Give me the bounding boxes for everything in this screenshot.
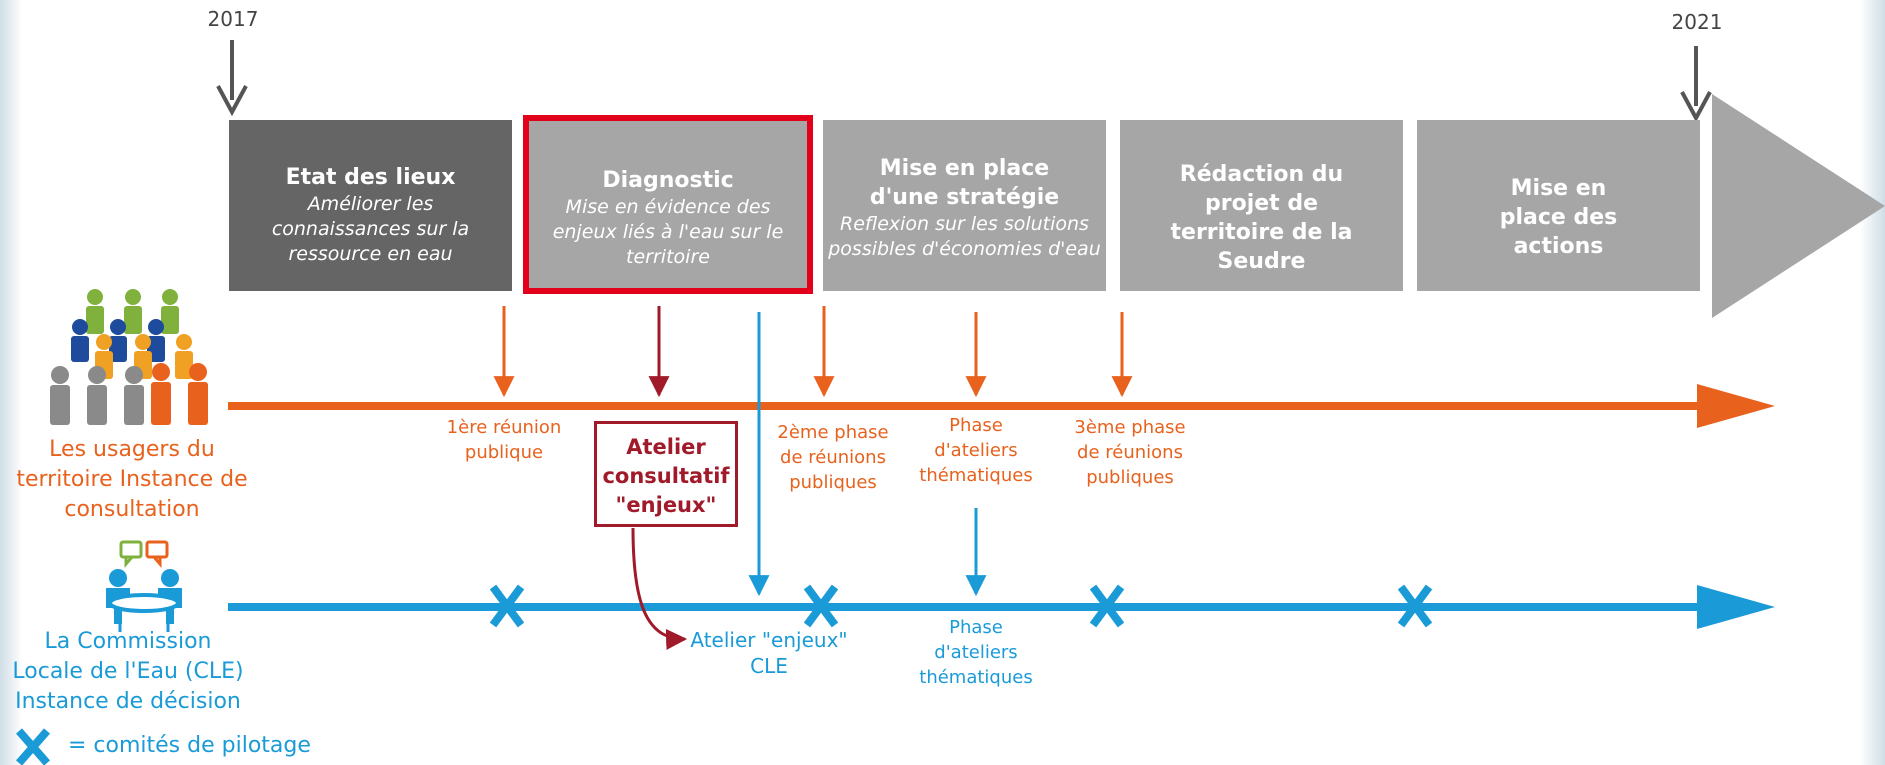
phase-strategie: Mise en place d'une stratégie Reflexion …: [823, 154, 1106, 262]
consultation-line-arrowhead: [1697, 384, 1775, 428]
cross-marker-icon: [1397, 584, 1433, 628]
year-end-arrow: [1680, 46, 1712, 123]
phase-subtitle: Mise en évidence des enjeux liés à l'eau…: [552, 196, 784, 268]
actor-cle-label: La Commission Locale de l'Eau (CLE) Inst…: [12, 629, 244, 714]
phase-title: Mise en place des actions: [1499, 176, 1618, 259]
phase-diagnostic: Diagnostic Mise en évidence des enjeux l…: [529, 166, 807, 270]
legend-cross-icon: [15, 728, 51, 765]
phase-subtitle: Reflexion sur les solutions possibles d'…: [828, 213, 1101, 260]
phase-box-actions: [1417, 120, 1700, 291]
legend-text: = comités de pilotage: [68, 733, 311, 758]
speech-bubble-icon: [119, 540, 143, 559]
meeting-table-icon: [106, 540, 182, 632]
atelier-curve-arrow: [631, 527, 688, 650]
event-3eme-phase: 3ème phase de réunions publiques: [1074, 417, 1186, 488]
phase-etat-des-lieux: Etat des lieux Améliorer les connaissanc…: [229, 163, 512, 267]
phase-title: Diagnostic: [602, 168, 734, 193]
actor-usagers-label: Les usagers du territoire Instance de co…: [16, 437, 248, 522]
cross-marker-icon: [803, 584, 839, 628]
people-group-icon: [50, 289, 208, 425]
event-ateliers-thematiques: Phase d'ateliers thématiques: [919, 415, 1033, 486]
decision-line-arrowhead: [1697, 585, 1775, 629]
phase-actions: Mise en place des actions: [1417, 174, 1700, 261]
event-1ere-reunion: 1ère réunion publique: [446, 417, 562, 463]
event-ateliers-thematiques-cle: Phase d'ateliers thématiques: [919, 617, 1033, 688]
phase-title: Rédaction du projet de territoire de la …: [1170, 162, 1353, 274]
timeline-arrowhead: [1712, 94, 1885, 318]
year-start-label: 2017: [207, 7, 259, 31]
event-2eme-phase: 2ème phase de réunions publiques: [777, 422, 889, 493]
speech-bubble-icon: [145, 540, 169, 559]
phase-box-etat-des-lieux: [229, 120, 512, 291]
atelier-consultatif-box: Atelier consultatif "enjeux": [594, 421, 738, 527]
phase-box-redaction: [1120, 120, 1403, 291]
phase-title: Etat des lieux: [285, 165, 456, 190]
phase-box-diagnostic: [523, 115, 813, 294]
year-start-arrow: [216, 40, 248, 117]
year-end-label: 2021: [1671, 10, 1723, 34]
phase-title: Mise en place d'une stratégie: [869, 156, 1060, 210]
phase-subtitle: Améliorer les connaissances sur la resso…: [271, 193, 470, 265]
phase-redaction: Rédaction du projet de territoire de la …: [1120, 160, 1403, 276]
cross-marker-icon: [489, 584, 525, 628]
event-atelier-enjeux-cle: Atelier "enjeux" CLE: [690, 628, 848, 678]
phase-box-strategie: [823, 120, 1106, 291]
cross-marker-icon: [1089, 584, 1125, 628]
